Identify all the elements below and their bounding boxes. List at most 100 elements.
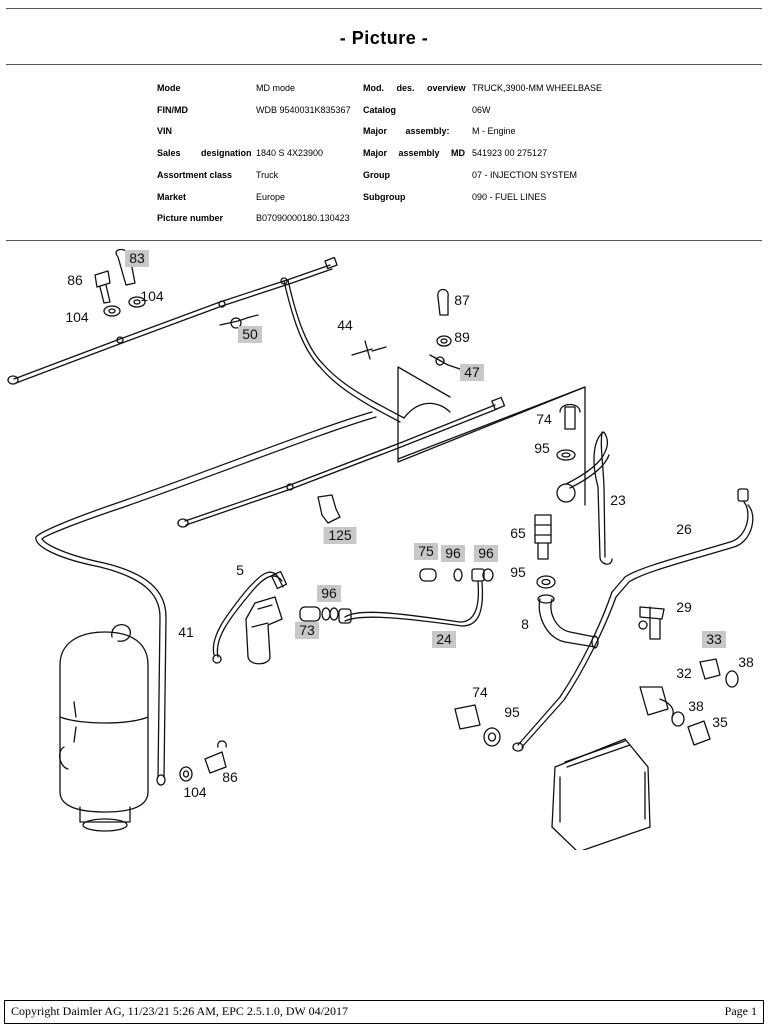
footer: Copyright Daimler AG, 11/23/21 5:26 AM, … (4, 1000, 764, 1024)
callout-label: 95 (504, 704, 520, 720)
callout-83[interactable]: 83 (125, 250, 149, 267)
page-number: Page 1 (724, 1004, 757, 1018)
callout-96[interactable]: 96 (317, 585, 341, 602)
callout-104: 104 (65, 309, 89, 325)
callout-label: 26 (676, 521, 692, 537)
callout-50[interactable]: 50 (238, 326, 262, 343)
callout-label: 95 (534, 440, 550, 456)
fuel-line-top (7, 256, 338, 385)
callout-label: 38 (688, 698, 704, 714)
fuel-filter (58, 623, 149, 832)
callout-44: 44 (337, 317, 353, 333)
info-label: Mod. des. overview (363, 83, 466, 93)
fuel-line-loop (35, 411, 377, 786)
pressure-valve (534, 514, 552, 560)
callout-95: 95 (504, 704, 520, 720)
callout-95: 95 (534, 440, 550, 456)
callout-41: 41 (178, 624, 194, 640)
callout-89: 89 (454, 329, 470, 345)
callout-96[interactable]: 96 (474, 545, 498, 562)
info-rule (6, 240, 762, 241)
callout-label: 32 (676, 665, 692, 681)
control-unit (551, 738, 651, 850)
info-value: Europe (256, 192, 286, 202)
fuel-line-middle (177, 396, 506, 528)
callout-86: 86 (222, 769, 238, 785)
callout-24[interactable]: 24 (432, 631, 456, 648)
info-label: Major assembly MD (363, 148, 466, 158)
callout-label: 73 (299, 622, 315, 638)
info-label: Picture number (157, 213, 224, 223)
info-label: Group (363, 170, 390, 180)
callout-label: 104 (65, 309, 89, 325)
callout-33[interactable]: 33 (702, 631, 726, 648)
callout-label: 89 (454, 329, 470, 345)
info-label: VIN (157, 126, 173, 136)
callout-47[interactable]: 47 (460, 364, 484, 381)
callout-label: 104 (183, 784, 207, 800)
callout-8: 8 (521, 616, 529, 632)
top-rule (6, 8, 762, 9)
fuel-line-23 (556, 431, 613, 565)
info-value: 07 - INJECTION SYSTEM (472, 170, 578, 180)
pump-housing (245, 596, 283, 665)
fuel-line-24 (338, 568, 485, 627)
fuel-line-branch (283, 279, 451, 423)
elbow-fitting (537, 594, 599, 649)
info-value: 090 - FUEL LINES (472, 192, 547, 202)
info-label: Subgroup (363, 192, 406, 202)
copyright-text: Copyright Daimler AG, 11/23/21 5:26 AM, … (11, 1004, 349, 1018)
callout-95: 95 (510, 564, 526, 580)
callout-125[interactable]: 125 (323, 527, 357, 544)
callout-label: 75 (418, 543, 434, 559)
callout-label: 47 (464, 364, 480, 380)
info-value: 06W (472, 105, 491, 115)
callout-86: 86 (67, 272, 83, 288)
fuel-line-26 (512, 488, 754, 752)
info-label: Assortment class (157, 170, 233, 180)
callout-104: 104 (183, 784, 207, 800)
callout-38: 38 (738, 654, 754, 670)
callout-label: 74 (536, 411, 552, 427)
info-label: Mode (157, 83, 181, 93)
callout-35: 35 (712, 714, 728, 730)
callout-label: 44 (337, 317, 353, 333)
callout-96[interactable]: 96 (441, 545, 465, 562)
info-label: FIN/MD (157, 105, 188, 115)
callout-label: 95 (510, 564, 526, 580)
callout-32: 32 (676, 665, 692, 681)
info-value: 541923 00 275127 (472, 148, 548, 158)
callout-label: 96 (478, 545, 494, 561)
parts-diagram: 8386104104508744894774952326125657596965… (7, 248, 754, 850)
info-value: M - Engine (472, 126, 516, 136)
callout-87: 87 (454, 292, 470, 308)
callout-label: 87 (454, 292, 470, 308)
callout-label: 50 (242, 326, 258, 342)
callout-label: 8 (521, 616, 529, 632)
title-rule (6, 64, 762, 65)
small-parts (94, 248, 581, 782)
callout-label: 33 (706, 631, 722, 647)
callout-label: 125 (328, 527, 352, 543)
callout-104: 104 (140, 288, 164, 304)
callout-label: 83 (129, 250, 145, 266)
info-value: TRUCK,3900-MM WHEELBASE (472, 83, 603, 93)
page-title: - Picture - (339, 28, 429, 48)
fuel-line-5 (212, 570, 288, 664)
bracket-plate (397, 366, 586, 506)
callout-73[interactable]: 73 (295, 622, 319, 639)
callout-label: 65 (510, 525, 526, 541)
callout-label: 41 (178, 624, 194, 640)
info-label: Market (157, 192, 187, 202)
callout-label: 74 (472, 684, 488, 700)
callout-label: 35 (712, 714, 728, 730)
info-value: WDB 9540031K835367 (256, 105, 351, 115)
callout-label: 5 (236, 562, 244, 578)
callout-label: 38 (738, 654, 754, 670)
callout-label: 96 (321, 585, 337, 601)
callout-65: 65 (510, 525, 526, 541)
info-value: 1840 S 4X23900 (256, 148, 324, 158)
callout-74: 74 (536, 411, 552, 427)
callout-75[interactable]: 75 (414, 543, 438, 560)
